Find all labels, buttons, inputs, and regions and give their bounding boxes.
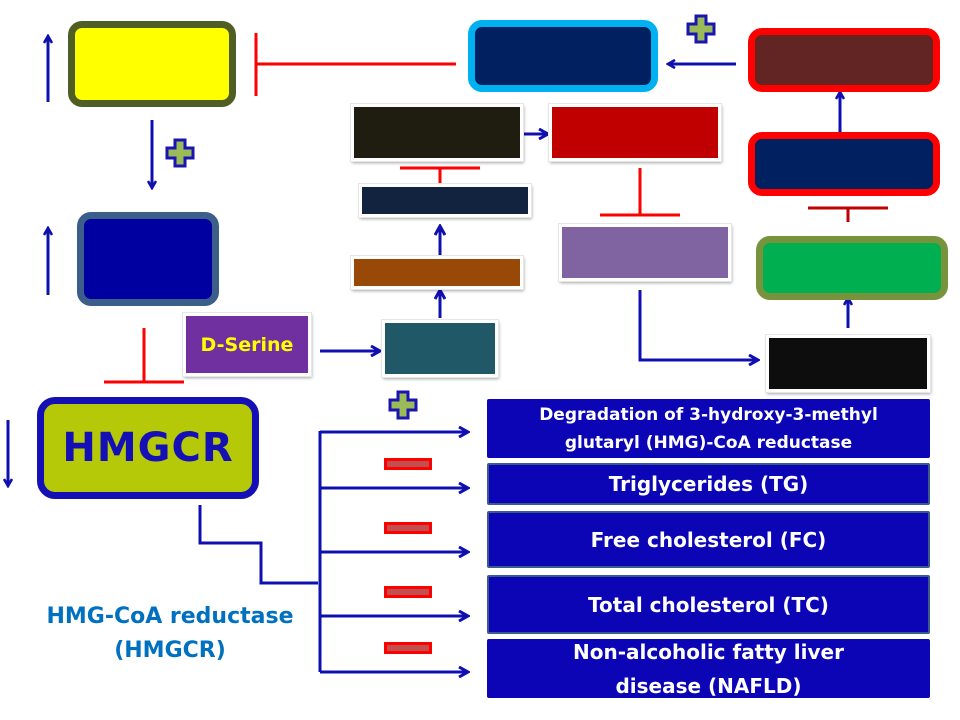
inhibition-line (600, 168, 680, 217)
maroon-node (748, 28, 940, 92)
outcome-free-cholesterol: Free cholesterol (FC) (487, 511, 930, 568)
outcome-label-line: Degradation of 3-hydroxy-3-methyl (539, 404, 878, 425)
green-node (756, 236, 948, 300)
hmgcr-caption-line2: (HMGCR) (114, 638, 226, 663)
plus-icon (388, 390, 418, 420)
plus-icon (165, 138, 195, 168)
navy-node (77, 212, 219, 306)
hmgcr-connector (198, 505, 318, 585)
inhibition-line (400, 166, 480, 183)
hmgcr-caption: HMG-CoA reductase (HMGCR) (20, 600, 320, 668)
outcome-triglycerides: Triglycerides (TG) (487, 463, 930, 505)
d-serine-node: D-Serine (182, 312, 312, 377)
outcome-label-line: Triglycerides (TG) (608, 472, 809, 496)
outcome-label-line: Non-alcoholic fatty liver (573, 640, 844, 664)
outcome-label-line: Total cholesterol (TC) (588, 592, 829, 617)
outcome-nafld: Non-alcoholic fatty liver disease (NAFLD… (487, 639, 930, 698)
d-serine-label: D-Serine (200, 333, 294, 356)
inhibition-line (254, 33, 456, 96)
outcome-total-cholesterol: Total cholesterol (TC) (487, 575, 930, 634)
plus-icon (686, 14, 716, 44)
brown-bar (350, 255, 524, 290)
activation-arrow (638, 290, 758, 360)
yellow-node (68, 21, 236, 107)
outcome-hmgcr-degradation: Degradation of 3-hydroxy-3-methyl glutar… (487, 399, 930, 458)
teal-node (381, 319, 499, 378)
hmgcr-node: HMGCR (37, 397, 259, 499)
minus-icon (384, 522, 432, 534)
black-node (765, 334, 931, 393)
inhibition-line (104, 328, 184, 384)
outcome-label-line: glutaryl (HMG)-CoA reductase (564, 432, 853, 453)
hmgcr-caption-line1: HMG-CoA reductase (46, 604, 294, 629)
minus-icon (384, 586, 432, 598)
outcome-label-line: disease (NAFLD) (615, 674, 802, 698)
dark-olive-node (350, 103, 524, 162)
inhibition-line (808, 206, 888, 222)
right-navy-node (748, 132, 940, 196)
purple-node (558, 223, 732, 282)
top-center-node (468, 20, 658, 92)
outcome-label-line: Free cholesterol (FC) (590, 527, 827, 552)
hmgcr-label: HMGCR (62, 425, 234, 471)
minus-icon (384, 642, 432, 654)
red-node (548, 103, 722, 162)
dark-blue-bar (358, 183, 532, 218)
minus-icon (384, 458, 432, 470)
